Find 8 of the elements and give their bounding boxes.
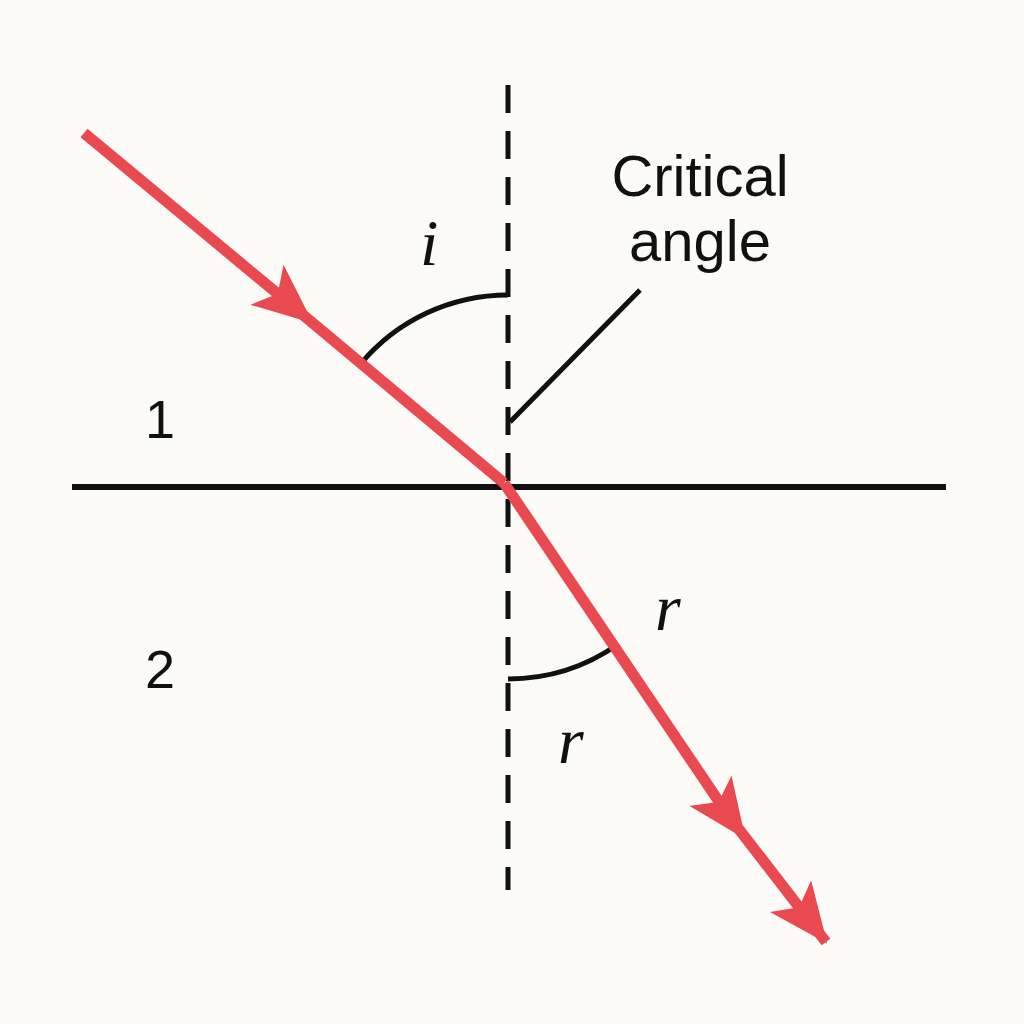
- medium-number: 2: [145, 642, 176, 696]
- angle-symbol: i: [420, 210, 439, 276]
- leader-line: [508, 288, 642, 424]
- angle-symbol: r: [655, 575, 681, 641]
- callout-text: Critical angle: [610, 144, 790, 274]
- angle-symbol: r: [558, 708, 584, 774]
- medium-number: 1: [145, 392, 176, 446]
- normal-dashed-line: [505, 85, 511, 890]
